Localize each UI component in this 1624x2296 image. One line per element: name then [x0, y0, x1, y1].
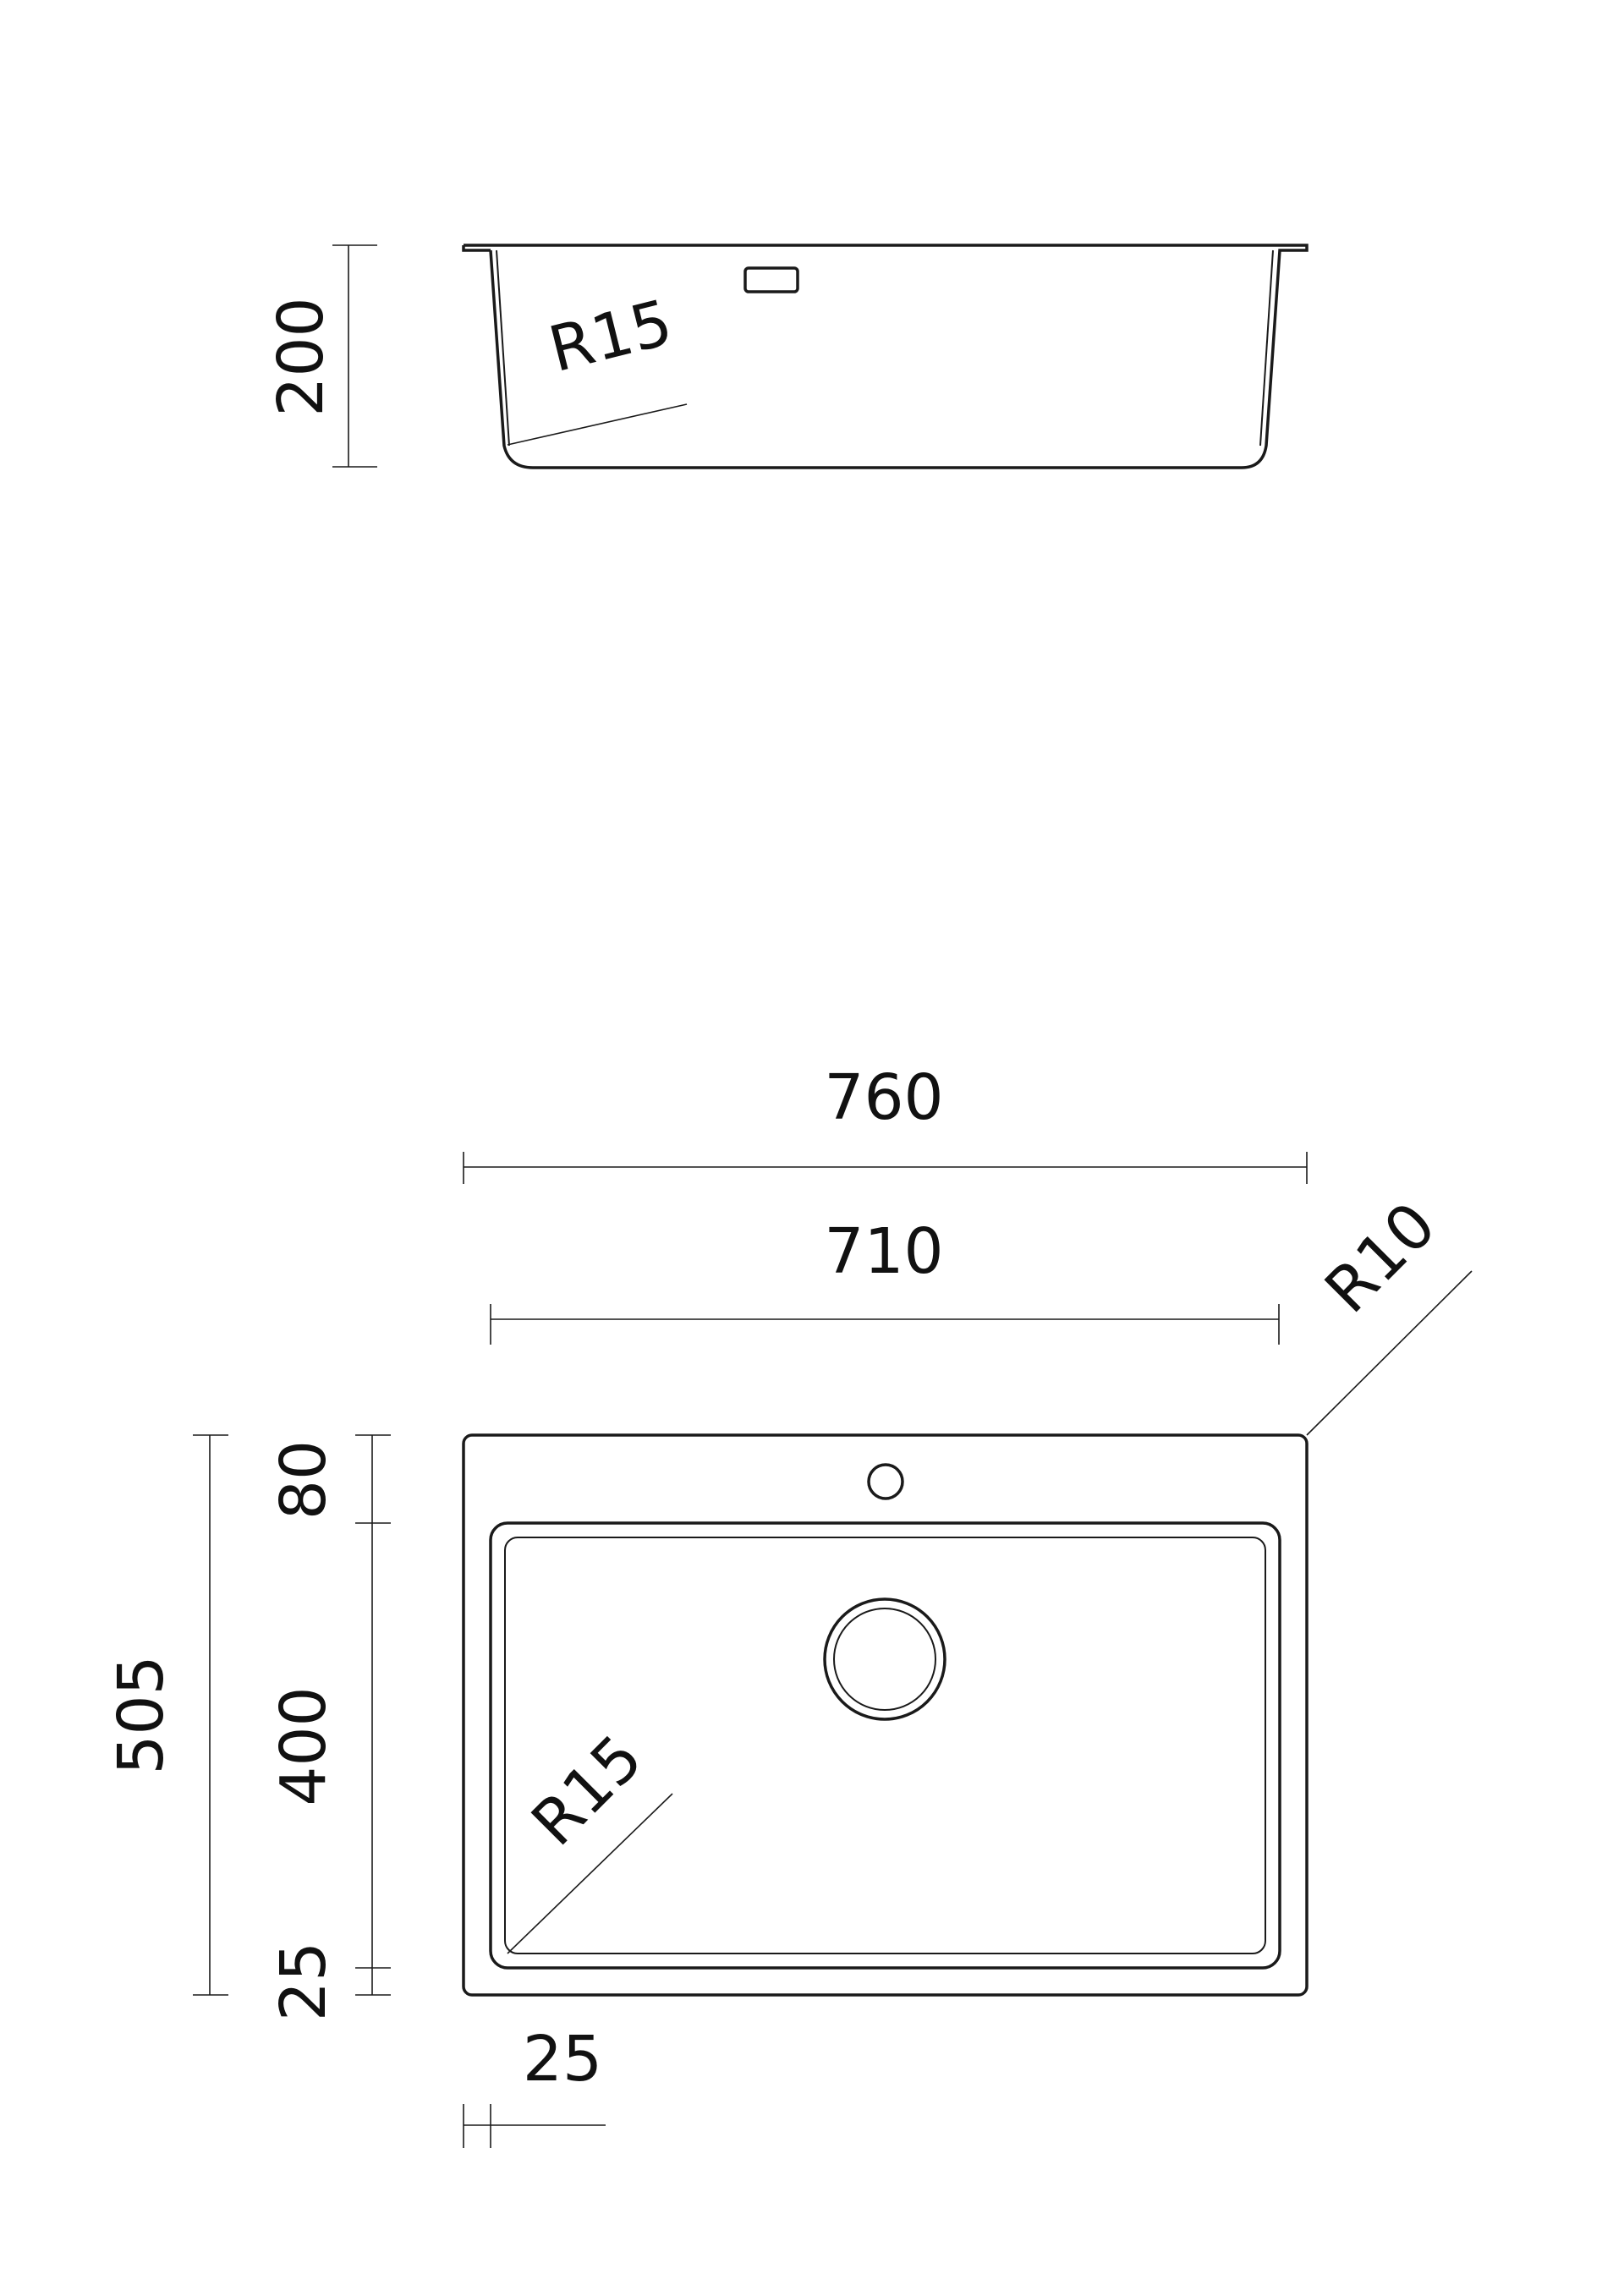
side-rim-label: 25 — [523, 2023, 602, 2096]
depth-label: 200 — [265, 297, 337, 416]
overall-width-dimension: 760 — [463, 1061, 1308, 1184]
depth-dimension: 200 — [265, 244, 377, 468]
bowl-width-dimension: 710 — [490, 1215, 1280, 1345]
sink-profile — [462, 244, 1309, 469]
front-rim-label: 25 — [267, 1942, 340, 2021]
side-radius-annotation: R15 — [507, 286, 688, 446]
corner-radius-annotation: R10 — [1306, 1188, 1473, 1436]
tap-hole — [867, 1463, 904, 1500]
side-rim-dimension: 25 — [463, 2023, 606, 2148]
corner-radius-label: R10 — [1311, 1188, 1450, 1327]
side-view: 200 R15 — [265, 244, 1309, 469]
overall-depth-label: 505 — [105, 1655, 178, 1774]
bowl-radius-label: R15 — [518, 1721, 656, 1860]
bowl-radius-annotation: R15 — [507, 1721, 673, 1954]
overall-width-label: 760 — [824, 1061, 943, 1134]
bowl-inner-outline — [504, 1537, 1266, 1954]
side-radius-label: R15 — [542, 286, 679, 386]
overflow-slot — [743, 266, 799, 293]
sink-outline — [462, 1433, 1309, 1997]
bowl-width-label: 710 — [824, 1215, 943, 1288]
bowl-depth-label: 400 — [267, 1686, 340, 1806]
top-view: 760 710 R10 R15 — [105, 1061, 1473, 2148]
bowl-outline — [489, 1521, 1281, 1970]
drain — [823, 1597, 946, 1721]
overall-depth-dimension: 505 — [105, 1434, 228, 1996]
segmented-depth-dimension: 80 400 25 — [267, 1434, 391, 2021]
rear-deck-label: 80 — [267, 1440, 340, 1520]
